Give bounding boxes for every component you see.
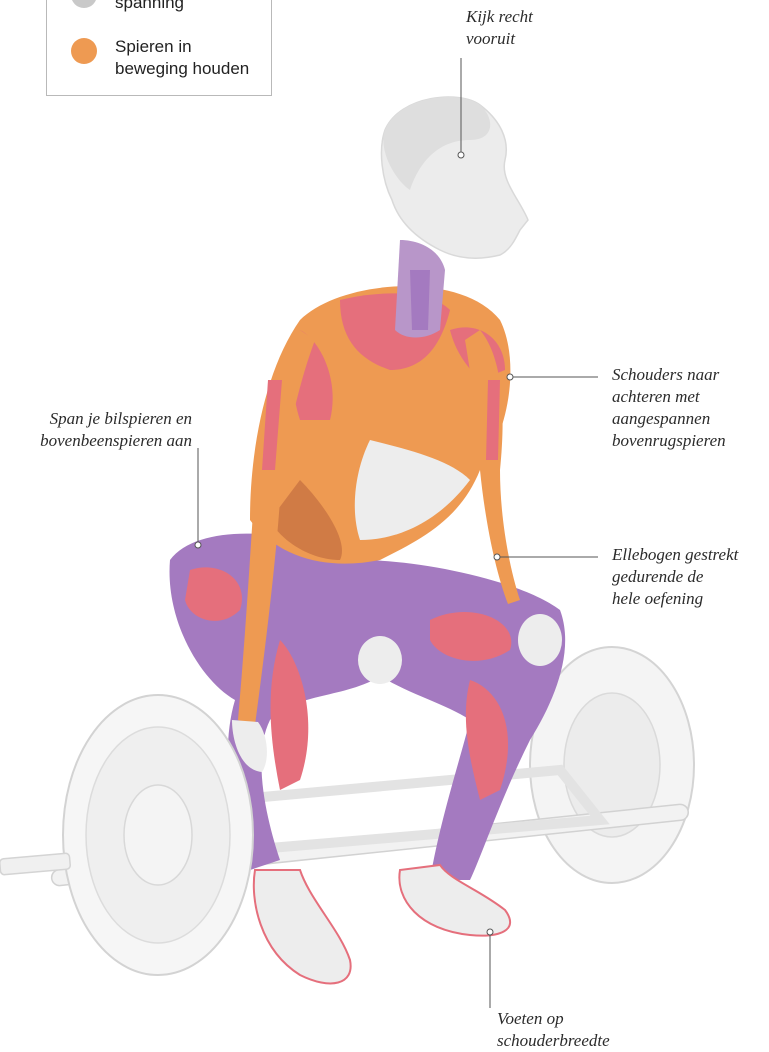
feet xyxy=(254,865,510,983)
callout-elbows: Ellebogen gestrekt gedurende de hele oef… xyxy=(612,544,738,610)
leader-feet-dot xyxy=(487,929,493,935)
callout-feet: Voeten op schouderbreedte xyxy=(497,1008,610,1052)
callout-glutes: Span je bilspieren en bovenbeenspieren a… xyxy=(10,408,192,452)
leader-shoulders-dot xyxy=(507,374,513,380)
front-weight-plate xyxy=(0,695,253,975)
leader-glutes-dot xyxy=(195,542,201,548)
callout-head: Kijk recht vooruit xyxy=(466,6,533,50)
neck xyxy=(395,240,445,338)
head xyxy=(381,97,528,258)
leader-elbows-dot xyxy=(494,554,500,560)
callout-shoulders: Schouders naar achteren met aangespannen… xyxy=(612,364,726,452)
leader-head-dot xyxy=(458,152,464,158)
